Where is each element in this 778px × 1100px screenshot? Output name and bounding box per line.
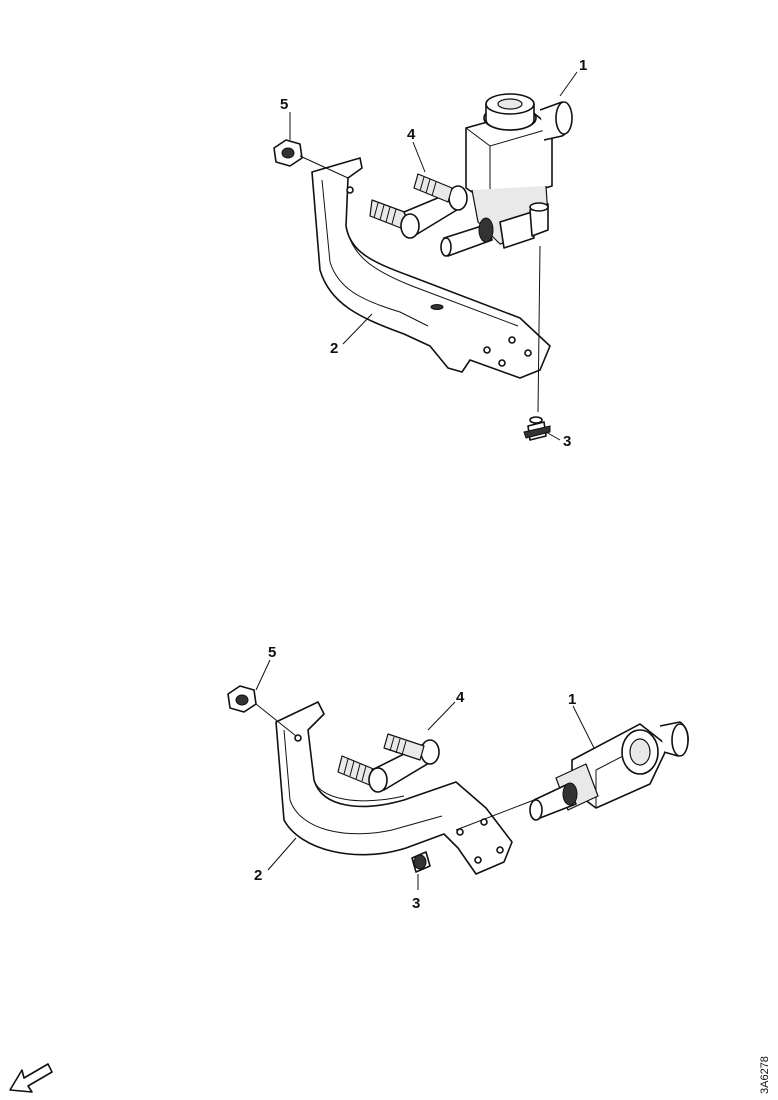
screw-part-3 xyxy=(411,851,431,873)
callout-5: 5 xyxy=(280,96,288,113)
bracket-part-2 xyxy=(275,701,513,875)
arrow-forward-icon xyxy=(9,1063,53,1093)
callout-2: 2 xyxy=(330,340,338,357)
reference-code: 3A6278 xyxy=(759,1056,771,1094)
view-bottom: 1 2 3 4 5 xyxy=(227,644,689,912)
callout-1: 1 xyxy=(568,691,576,708)
solenoid-valve-part-1 xyxy=(440,93,573,257)
nut-part-5 xyxy=(273,139,303,167)
callout-4: 4 xyxy=(407,126,416,143)
stud-bolts-part-4 xyxy=(337,733,440,793)
callout-1: 1 xyxy=(579,57,587,74)
stud-bolts-part-4 xyxy=(369,173,468,239)
solenoid-valve-part-1 xyxy=(529,721,689,821)
callout-3: 3 xyxy=(412,895,420,912)
callout-3: 3 xyxy=(563,433,571,450)
callout-2: 2 xyxy=(254,867,262,884)
callout-5: 5 xyxy=(268,644,276,661)
screw-part-3 xyxy=(523,416,551,441)
nut-part-5 xyxy=(227,685,257,713)
bracket-part-2 xyxy=(311,157,551,379)
callout-4: 4 xyxy=(456,689,465,706)
view-top: 1 2 3 4 5 xyxy=(273,57,587,450)
